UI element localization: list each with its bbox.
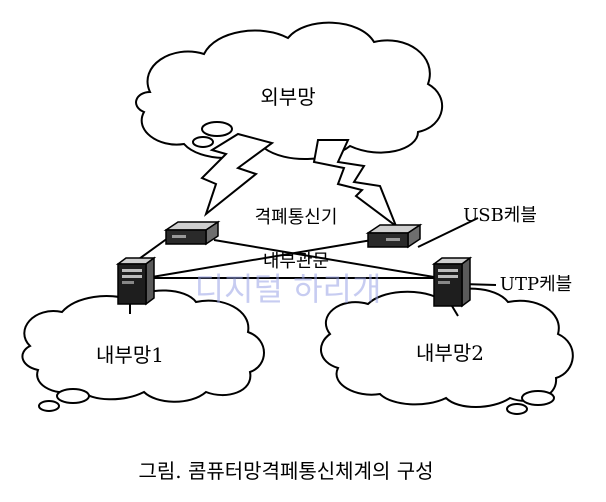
internal-network-1-label: 내부망1 — [96, 343, 164, 367]
server-right-to-network-2 — [451, 305, 459, 317]
internal-gateway-label: 내부관문 — [263, 251, 329, 272]
external-network-cloud — [135, 21, 444, 160]
usb-cable-label: USB케블 — [463, 205, 537, 226]
isolation-device-label: 격폐통신기 — [255, 207, 338, 228]
server-right-icon — [431, 256, 473, 308]
connection-lines — [129, 217, 497, 317]
internal-network-2-cloud — [320, 287, 574, 415]
isolation-device-left — [163, 220, 221, 246]
internal-network-2-label: 내부망2 — [416, 341, 484, 365]
external-network-label: 외부망 — [260, 85, 315, 109]
server-left-icon — [115, 256, 157, 306]
internal-network-1-cloud — [21, 289, 265, 412]
left-lightning-icon — [200, 132, 275, 217]
utp-cable-label: UTP케블 — [500, 274, 572, 295]
watermark: 디지털 하리개 — [195, 270, 382, 308]
figure-caption: 그림. 콤퓨터망격페통신체계의 구성 — [138, 459, 433, 483]
device-left-to-server-right — [213, 239, 441, 279]
isolation-device-right — [365, 223, 423, 249]
device-right-to-server-left — [145, 239, 373, 279]
usb-cable — [417, 217, 479, 248]
